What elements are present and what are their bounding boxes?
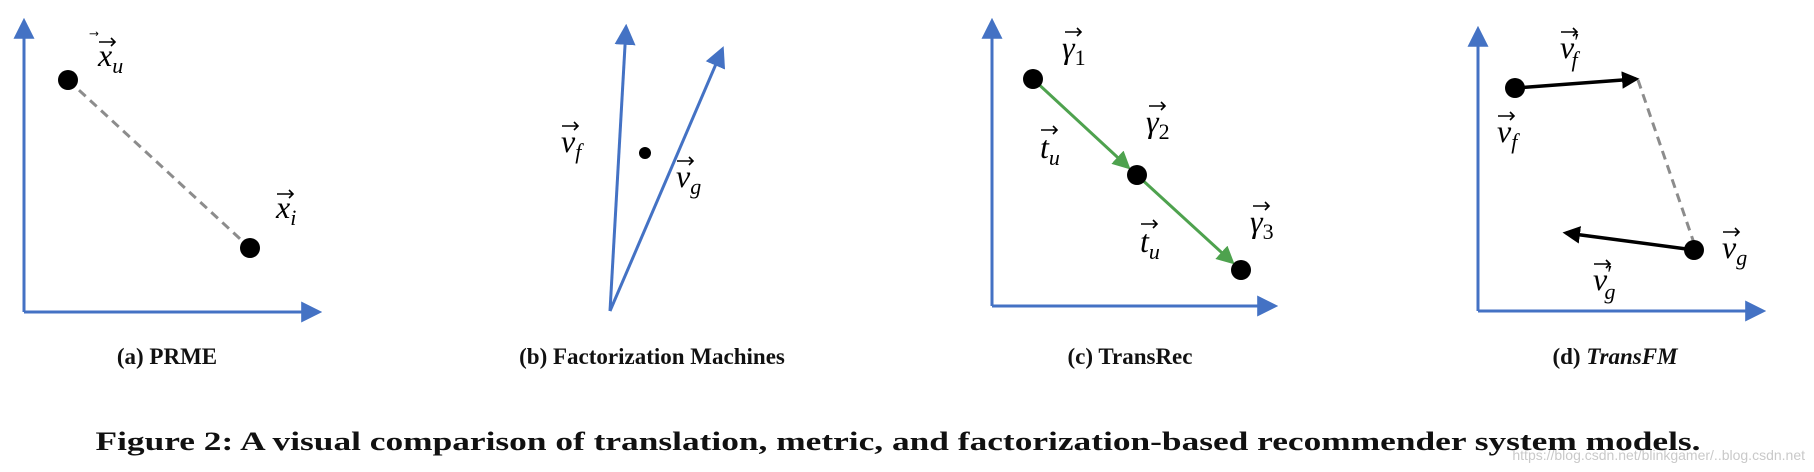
label-vg-d-base: v [1722,229,1737,265]
label-vg-prime: v′g [1593,261,1615,304]
label-gamma2-base: γ [1146,103,1160,139]
panel-a-distance-dashed-line [66,78,252,250]
panel-d-transfm: v′f vf vg v′g (d) TransFM [1467,25,1767,369]
point-vf [1505,78,1525,98]
label-vf-prime-sub: f [1571,47,1580,72]
label-tu-1-arrow [1041,125,1059,135]
label-vf-prime-base: v [1560,29,1575,65]
point-inner-product [639,147,651,159]
label-xu-vector-arrow: ⃗ [89,31,99,36]
label-vg-base: v [676,158,691,194]
label-vg-sub: g [690,174,701,199]
label-vf-d: vf [1497,113,1520,154]
label-vf-arrow [562,121,580,131]
label-vf-d-base: v [1497,113,1512,149]
label-vg-prime-arrow [1594,259,1612,269]
label-gamma1-arrow [1065,27,1083,37]
label-gamma2-sub: 2 [1159,119,1170,144]
label-vg-d: vg [1722,229,1747,270]
point-xi [240,238,260,258]
label-vf-d-sub: f [1511,129,1520,154]
label-gamma3: γ3 [1250,203,1274,244]
label-tu-1-sub: u [1049,145,1060,170]
label-xu-base: x [97,37,112,73]
panel-c-caption: (c) TransRec [1068,344,1193,369]
label-gamma3-arrow [1253,201,1271,211]
figure-caption: Figure 2: A visual comparison of transla… [96,427,1701,456]
panel-d-caption-prefix: (d) [1552,344,1586,369]
point-gamma1 [1023,69,1043,89]
translation-arrow-1 [1032,78,1131,170]
label-xi: xi [275,189,296,230]
label-xi-arrow [277,189,295,199]
label-xi-base: x [275,189,290,225]
vector-vf-line [608,23,636,312]
label-gamma1: γ1 [1062,29,1086,70]
panel-d-caption-italic: TransFM [1586,344,1679,369]
label-tu-1-base: t [1040,129,1050,165]
label-vg-prime-mark: ′ [1607,262,1612,288]
translation-vg-prime [1562,226,1695,252]
label-gamma1-sub: 1 [1075,45,1086,70]
label-vg-prime-sub: g [1604,279,1615,304]
label-xu: xu [97,37,123,78]
label-gamma3-sub: 3 [1263,219,1274,244]
label-gamma2-arrow [1149,101,1167,111]
panel-a-prme: xu ⃗ xi (a) PRME [13,17,323,369]
label-vf: vf [561,123,584,164]
panel-b-fm: vf vg (b) Factorization Machines [519,23,785,369]
label-tu-2: tu [1140,223,1160,264]
label-tu-1: tu [1040,129,1060,170]
translation-arrow-2 [1136,174,1235,265]
label-vg-prime-base: v [1593,261,1608,297]
label-vf-prime: v′f [1560,29,1580,72]
panel-d-caption: (d) TransFM [1552,344,1679,369]
vector-vg-line [608,46,726,312]
label-vf-prime-mark: ′ [1574,30,1579,56]
label-vg: vg [676,158,701,199]
label-vg-d-sub: g [1736,245,1747,270]
panel-d-distance-dashed-line [1636,79,1697,247]
label-vg-d-arrow [1723,227,1741,237]
point-gamma3 [1231,260,1251,280]
label-tu-2-base: t [1140,223,1150,259]
panel-c-transrec: γ1 γ2 γ3 tu tu (c) TransRec [981,17,1279,369]
label-vg-arrow [677,156,695,166]
watermark-text: https://blog.csdn.net/blinkgamer/..blog.… [1512,447,1805,463]
label-vf-d-arrow [1498,111,1516,121]
label-xi-sub: i [290,205,296,230]
label-xu-arrow [99,37,117,47]
point-xu [58,70,78,90]
label-gamma2: γ2 [1146,103,1170,144]
label-tu-2-sub: u [1149,239,1160,264]
label-gamma1-base: γ [1062,29,1076,65]
label-xu-sub: u [112,53,123,78]
label-vf-prime-arrow [1561,27,1579,37]
point-gamma2 [1127,165,1147,185]
point-vg [1684,240,1704,260]
panel-b-caption: (b) Factorization Machines [519,344,785,369]
panel-a-caption: (a) PRME [117,344,217,369]
label-vf-base: v [561,123,576,159]
label-vf-sub: f [575,139,584,164]
label-gamma3-base: γ [1250,203,1264,239]
label-tu-2-arrow [1141,219,1159,229]
translation-vf-prime [1514,71,1640,90]
